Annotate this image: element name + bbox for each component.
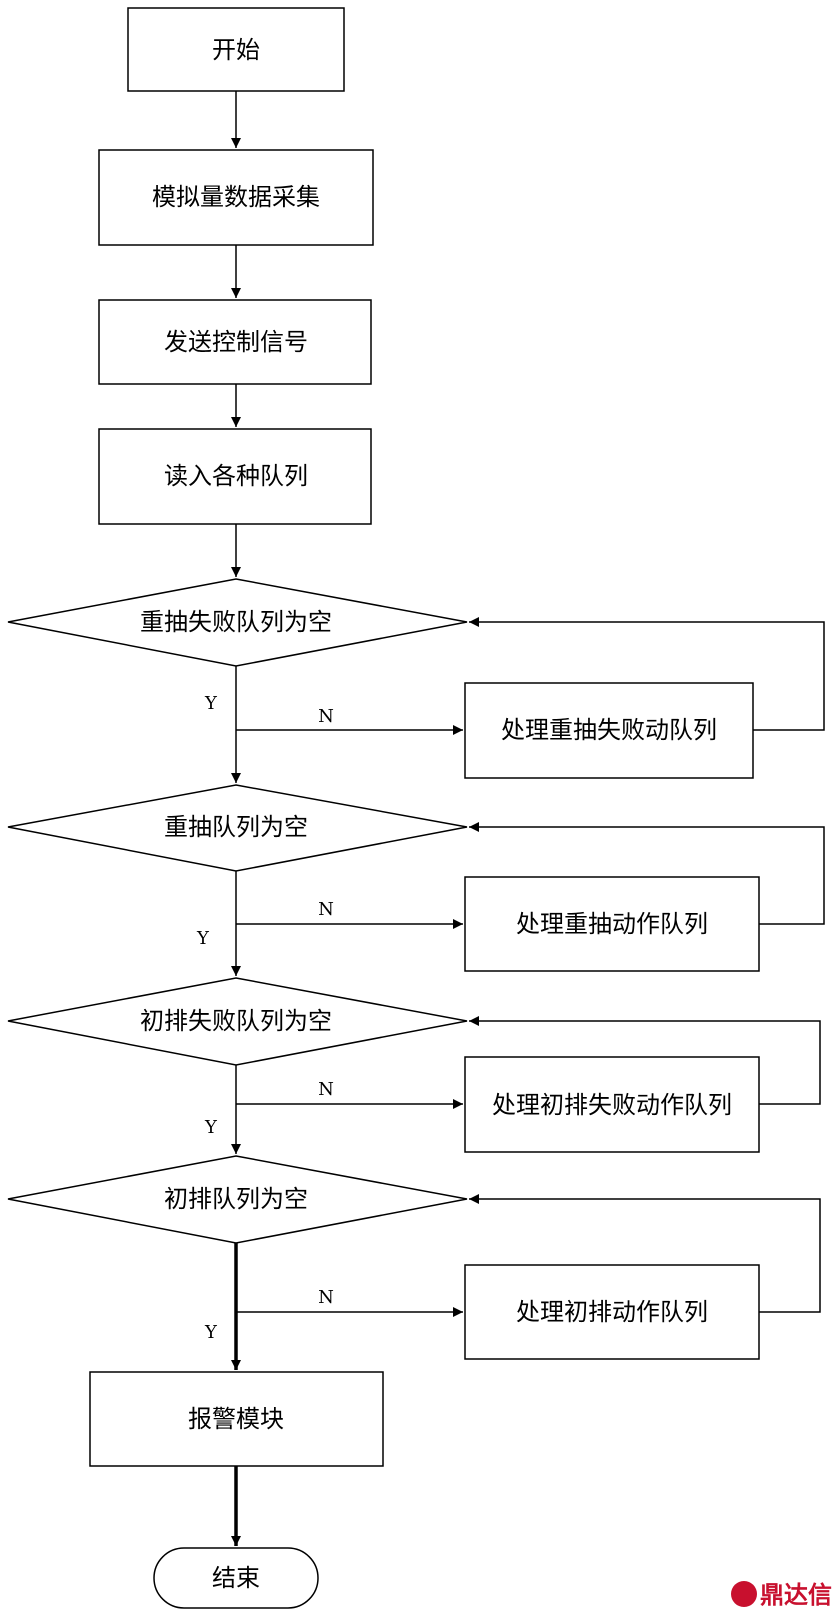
end-label: 结束 bbox=[212, 1564, 260, 1592]
d1-yes-label: Y bbox=[204, 693, 218, 714]
watermark: 鼎达信 bbox=[731, 1580, 832, 1609]
send-label: 发送控制信号 bbox=[164, 328, 308, 356]
start-label: 开始 bbox=[212, 36, 260, 64]
send-box bbox=[98, 299, 372, 385]
process-3-box bbox=[464, 1056, 760, 1153]
start-box bbox=[127, 7, 345, 92]
read-box bbox=[98, 428, 372, 525]
process-4-box bbox=[464, 1264, 760, 1360]
alarm-box bbox=[89, 1371, 384, 1467]
d1-no-label: N bbox=[318, 706, 334, 727]
watermark-logo-icon bbox=[731, 1581, 757, 1607]
loop-p4-d4 bbox=[469, 1194, 821, 1313]
loop-p2-d2 bbox=[469, 822, 825, 925]
decision-1-label: 重抽失败队列为空 bbox=[140, 608, 332, 636]
d2-yes-label: Y bbox=[196, 928, 210, 949]
decision-4-label: 初排队列为空 bbox=[164, 1185, 308, 1213]
d2-no-label: N bbox=[318, 899, 334, 920]
loop-p1-d1 bbox=[469, 617, 825, 731]
d3-yes-label: Y bbox=[204, 1117, 218, 1138]
watermark-text: 鼎达信 bbox=[760, 1580, 832, 1609]
process-3-label: 处理初排失败动作队列 bbox=[492, 1091, 732, 1119]
read-label: 读入各种队列 bbox=[164, 462, 308, 490]
alarm-label: 报警模块 bbox=[188, 1405, 284, 1433]
process-2-label: 处理重抽动作队列 bbox=[516, 910, 708, 938]
loop-p3-d3 bbox=[469, 1016, 821, 1105]
collect-label: 模拟量数据采集 bbox=[152, 183, 320, 211]
d3-no-label: N bbox=[318, 1079, 334, 1100]
d4-no-label: N bbox=[318, 1287, 334, 1308]
d4-yes-label: Y bbox=[204, 1322, 218, 1343]
end-terminal bbox=[153, 1547, 319, 1609]
process-4-label: 处理初排动作队列 bbox=[516, 1298, 708, 1326]
decision-3-label: 初排失败队列为空 bbox=[140, 1007, 332, 1035]
decision-2-label: 重抽队列为空 bbox=[164, 813, 308, 841]
process-1-label: 处理重抽失败动队列 bbox=[501, 716, 717, 744]
process-2-box bbox=[464, 876, 760, 972]
collect-box bbox=[98, 149, 374, 246]
